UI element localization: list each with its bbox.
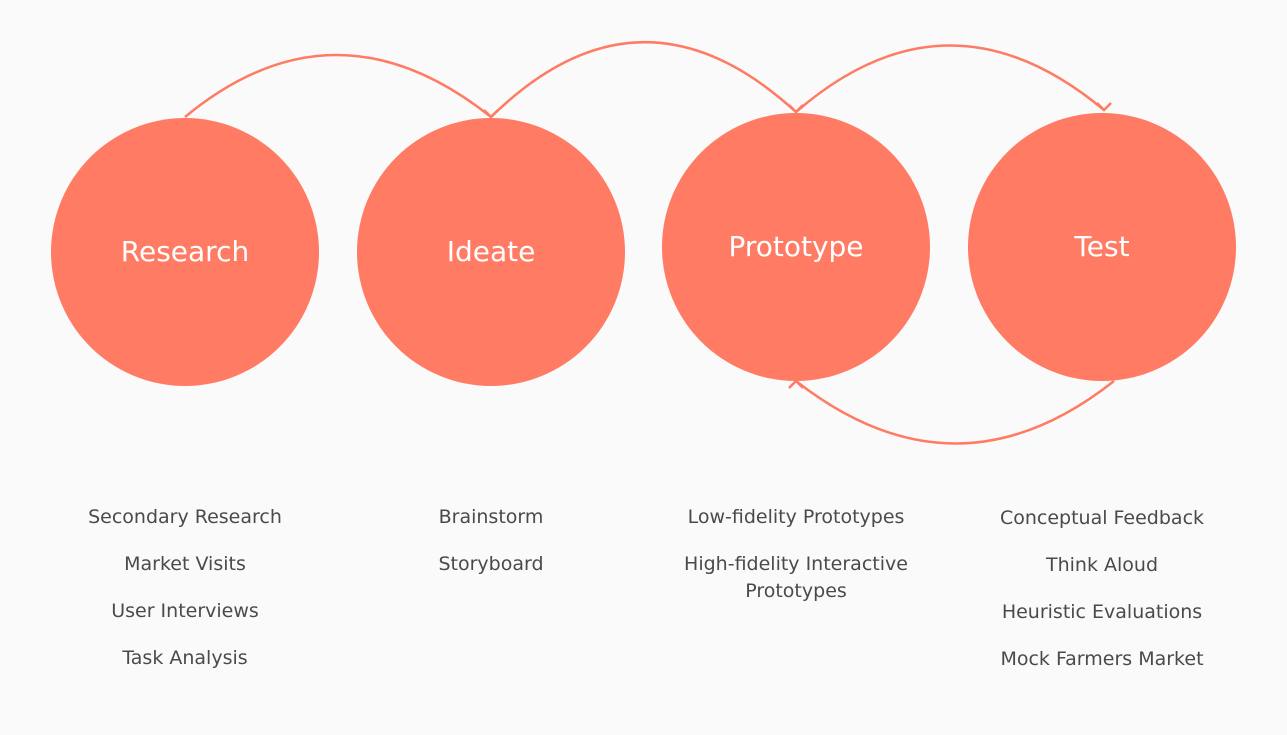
activity-item: Conceptual Feedback xyxy=(999,507,1205,529)
stage-research: Research xyxy=(51,118,319,386)
arrow-test-to-prototype xyxy=(795,380,1115,445)
activity-item: Task Analysis xyxy=(122,647,248,669)
arrowhead-prototype-to-test xyxy=(1096,102,1112,112)
activity-item: Heuristic Evaluations xyxy=(1001,601,1203,623)
activity-item: Think Aloud xyxy=(1045,554,1158,576)
arrows-layer xyxy=(184,41,1115,445)
arrow-prototype-to-test xyxy=(795,44,1105,113)
stage-label-research: Research xyxy=(121,235,249,268)
stage-ideate: Ideate xyxy=(357,118,625,386)
activity-item: Brainstorm xyxy=(438,506,544,528)
stage-test: Test xyxy=(968,113,1236,381)
activity-item: Market Visits xyxy=(124,553,246,575)
stage-circle-ideate xyxy=(357,118,625,386)
activity-item: High-fidelity Interactive Prototypes xyxy=(684,553,908,602)
arrow-research-to-ideate xyxy=(184,53,492,118)
activity-item: Secondary Research xyxy=(88,506,282,528)
stages-layer: Research Ideate Prototype Test xyxy=(51,113,1236,386)
activity-item: Mock Farmers Market xyxy=(1000,648,1204,670)
stage-circle-prototype xyxy=(662,113,930,381)
activity-item: User Interviews xyxy=(111,600,259,622)
arrow-ideate-to-prototype xyxy=(490,41,797,118)
stage-prototype: Prototype xyxy=(662,113,930,381)
arrowhead-test-to-prototype xyxy=(788,379,804,389)
stage-label-test: Test xyxy=(1073,230,1129,263)
stage-label-prototype: Prototype xyxy=(728,230,863,263)
stage-circle-research xyxy=(51,118,319,386)
stage-circle-test xyxy=(968,113,1236,381)
stage-label-ideate: Ideate xyxy=(447,235,536,268)
activity-item: Low-fidelity Prototypes xyxy=(687,506,905,528)
activity-item: Storyboard xyxy=(438,553,544,575)
